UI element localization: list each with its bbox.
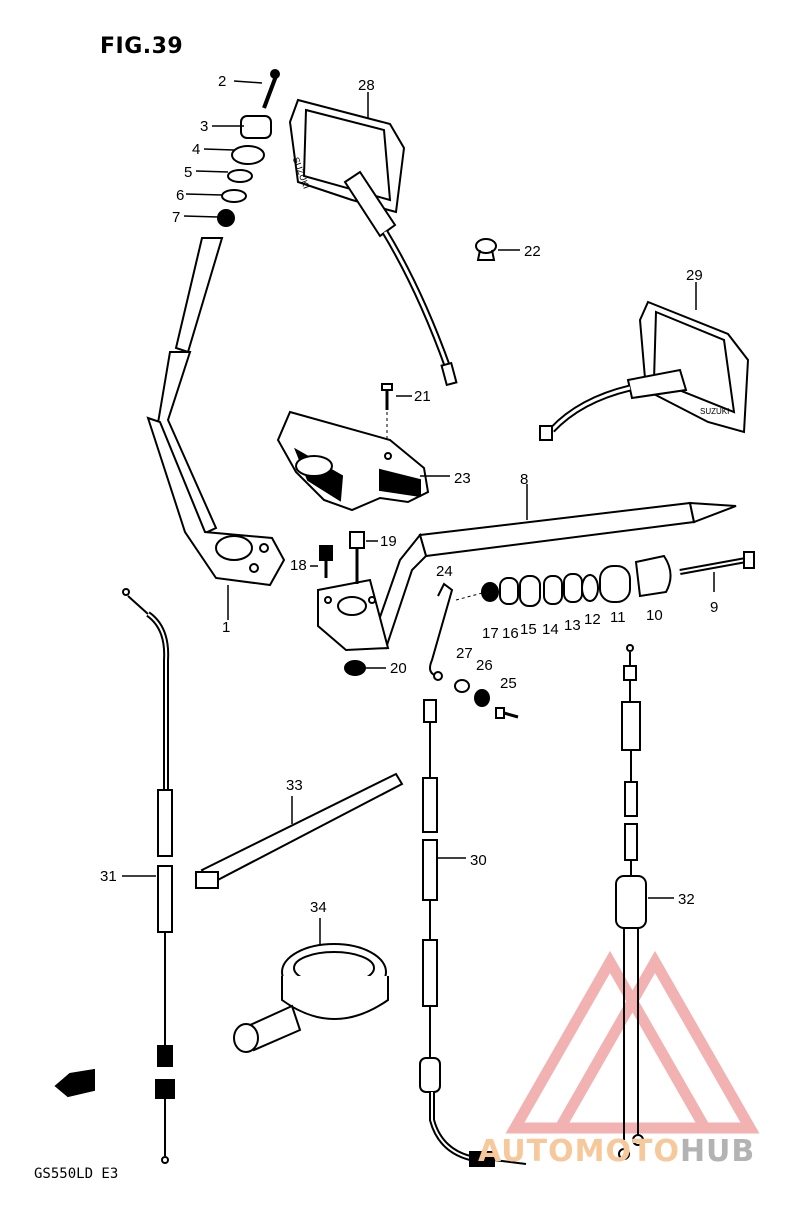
part-label-throttle-cable: 30 [470, 852, 487, 869]
model-code: GS550LD E3 [34, 1166, 119, 1182]
part-label-cap-22: 22 [524, 243, 541, 260]
cable-guide-drawing [429, 582, 454, 681]
part-label-cable-tie: 33 [286, 777, 303, 794]
part-label-mirror-left: 28 [358, 77, 375, 94]
part-label-washer-12: 12 [584, 611, 601, 628]
bolts-18-19-drawing [310, 531, 378, 584]
part-label-cap: 3 [200, 118, 208, 135]
part-labels: 1234567891011121314151617181920212223242… [100, 73, 718, 916]
part-label-cable-holder: 34 [310, 899, 327, 916]
cap-22-drawing [475, 238, 520, 261]
part-label-spacer-15: 15 [520, 621, 537, 638]
part-label-clamp-27: 27 [456, 645, 473, 662]
part-label-balancer-bolt: 9 [710, 599, 718, 616]
part-label-bolt-19: 19 [380, 533, 397, 550]
part-label-clutch-cable: 31 [100, 868, 117, 885]
fwd-arrow-label: FWD [57, 1115, 80, 1130]
cable-holder-drawing [233, 918, 389, 1053]
throttle-cable-drawing [419, 699, 527, 1167]
mirror-right-drawing [539, 282, 750, 441]
handlebar-left-drawing [146, 237, 286, 620]
watermark-logo [505, 950, 760, 1134]
part-label-handlebar-cover: 23 [454, 470, 471, 487]
part-label-nut-17: 17 [482, 625, 499, 642]
part-label-mirror-right: 29 [686, 267, 703, 284]
figure-title: FIG.39 [100, 34, 184, 59]
handlebar-right-drawing [317, 484, 737, 652]
small-hardware-drawing [454, 679, 519, 719]
watermark-triangle-inner [550, 950, 760, 1134]
part-label-handlebar-left: 1 [222, 619, 230, 636]
cable-tie-drawing [195, 772, 404, 889]
part-label-spacer-13: 13 [564, 617, 581, 634]
part-label-balancer-weight: 10 [646, 607, 663, 624]
balancer-stack-drawing [455, 551, 755, 607]
part-label-washer-upper: 5 [184, 164, 192, 181]
part-label-cushion-11: 11 [610, 609, 626, 626]
watermark-brand-2: HUB [679, 1134, 756, 1169]
part-label-screw-21: 21 [414, 388, 431, 405]
part-label-handlebar-right: 8 [520, 471, 528, 488]
fwd-arrow [54, 1068, 95, 1098]
screw-21-drawing [381, 383, 412, 440]
dual-cable-drawing [615, 644, 674, 1160]
watermark-text: AUTOMOTOHUB [478, 1134, 755, 1169]
part-label-bolt-top: 2 [218, 73, 226, 90]
watermark-brand-1: AUTOMOTO [478, 1134, 680, 1169]
mirror-right-logo: SUZUKI [700, 407, 729, 416]
nut-20-drawing [344, 660, 386, 676]
top-bolt-stack [183, 69, 280, 227]
part-label-spacer-16: 16 [502, 625, 519, 642]
part-label-bolt-18: 18 [290, 557, 307, 574]
part-label-cable-guide: 24 [436, 563, 453, 580]
clutch-cable-drawing [122, 588, 175, 1164]
part-label-screw-25: 25 [500, 675, 517, 692]
part-label-washer-26: 26 [476, 657, 493, 674]
part-label-spacer-14: 14 [542, 621, 559, 638]
part-label-nut-20: 20 [390, 660, 407, 677]
mirror-left-drawing [288, 92, 458, 387]
part-label-washer-lower: 6 [176, 187, 184, 204]
handlebar-cover-drawing [276, 410, 450, 512]
part-label-cushion-upper: 4 [192, 141, 200, 158]
part-label-nut-top: 7 [172, 209, 180, 226]
part-label-throttle-cable-dual: 32 [678, 891, 695, 908]
